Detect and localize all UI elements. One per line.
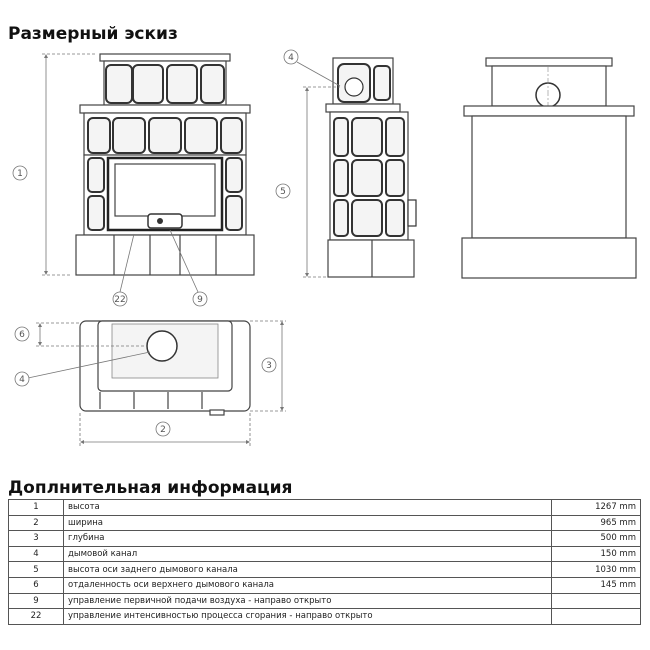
table-row: 22 управление интенсивностью процесса сг… <box>8 608 641 625</box>
front-view <box>75 53 255 276</box>
table-row: 1 высота 1267 mm <box>8 499 641 516</box>
table-row: 3 глубина 500 mm <box>8 530 641 547</box>
row-number: 22 <box>8 608 64 625</box>
callout-4-top-label: 4 <box>19 375 25 385</box>
row-number: 3 <box>8 530 64 547</box>
side-view <box>325 57 417 278</box>
row-label: отдаленность оси верхнего дымового канал… <box>63 576 552 594</box>
dimension-rear-flue <box>296 61 341 278</box>
row-value: 145 mm <box>551 576 641 594</box>
row-label: глубина <box>63 530 552 547</box>
callout-9: 9 <box>169 229 208 307</box>
row-value: 1030 mm <box>551 561 641 578</box>
row-label: высота <box>63 499 552 516</box>
callout-3: 3 <box>261 357 277 373</box>
top-view-dimensions <box>27 320 286 446</box>
callout-22: 22 <box>112 233 135 307</box>
callout-9-label: 9 <box>197 295 203 305</box>
row-label: ширина <box>63 514 552 532</box>
callout-2-label: 2 <box>160 425 166 435</box>
row-label: высота оси заднего дымового канала <box>63 561 552 578</box>
row-value: 965 mm <box>551 514 641 532</box>
callout-3-label: 3 <box>266 361 272 371</box>
dimension-drawing: 1 22 9 4 <box>12 49 637 446</box>
table-row: 4 дымовой канал 150 mm <box>8 545 641 563</box>
callout-5: 5 <box>275 183 291 199</box>
callout-6: 6 <box>14 326 30 342</box>
row-number: 2 <box>8 514 64 532</box>
row-number: 9 <box>8 592 64 610</box>
row-number: 1 <box>8 499 64 516</box>
callout-2: 2 <box>155 421 171 437</box>
table-row: 9 управление первичной подачи воздуха - … <box>8 592 641 610</box>
row-number: 6 <box>8 576 64 594</box>
dimension-height <box>42 53 96 276</box>
table-row: 2 ширина 965 mm <box>8 514 641 532</box>
row-number: 5 <box>8 561 64 578</box>
callout-4-side: 4 <box>283 49 299 65</box>
top-view <box>79 320 251 416</box>
row-value <box>551 608 641 625</box>
table-row: 5 высота оси заднего дымового канала 103… <box>8 561 641 578</box>
callout-1-label: 1 <box>17 169 23 179</box>
callout-4-side-label: 4 <box>288 53 294 63</box>
callout-5-label: 5 <box>280 187 286 197</box>
callout-6-label: 6 <box>19 330 25 340</box>
row-value <box>551 592 641 610</box>
row-value: 500 mm <box>551 530 641 547</box>
table-row: 6 отдаленность оси верхнего дымового кан… <box>8 576 641 594</box>
info-table: 1 высота 1267 mm 2 ширина 965 mm 3 глуби… <box>8 499 641 625</box>
info-title: Доплнительная информация <box>8 478 293 498</box>
row-number: 4 <box>8 545 64 563</box>
row-label: управление интенсивностью процесса сгора… <box>63 608 552 625</box>
callout-4-top: 4 <box>14 371 30 387</box>
sketch-title: Размерный эскиз <box>8 24 178 44</box>
row-label: дымовой канал <box>63 545 552 563</box>
row-value: 150 mm <box>551 545 641 563</box>
callout-1: 1 <box>12 165 28 181</box>
row-label: управление первичной подачи воздуха - на… <box>63 592 552 610</box>
rear-view <box>461 57 637 279</box>
row-value: 1267 mm <box>551 499 641 516</box>
callout-22-label: 22 <box>114 295 125 305</box>
